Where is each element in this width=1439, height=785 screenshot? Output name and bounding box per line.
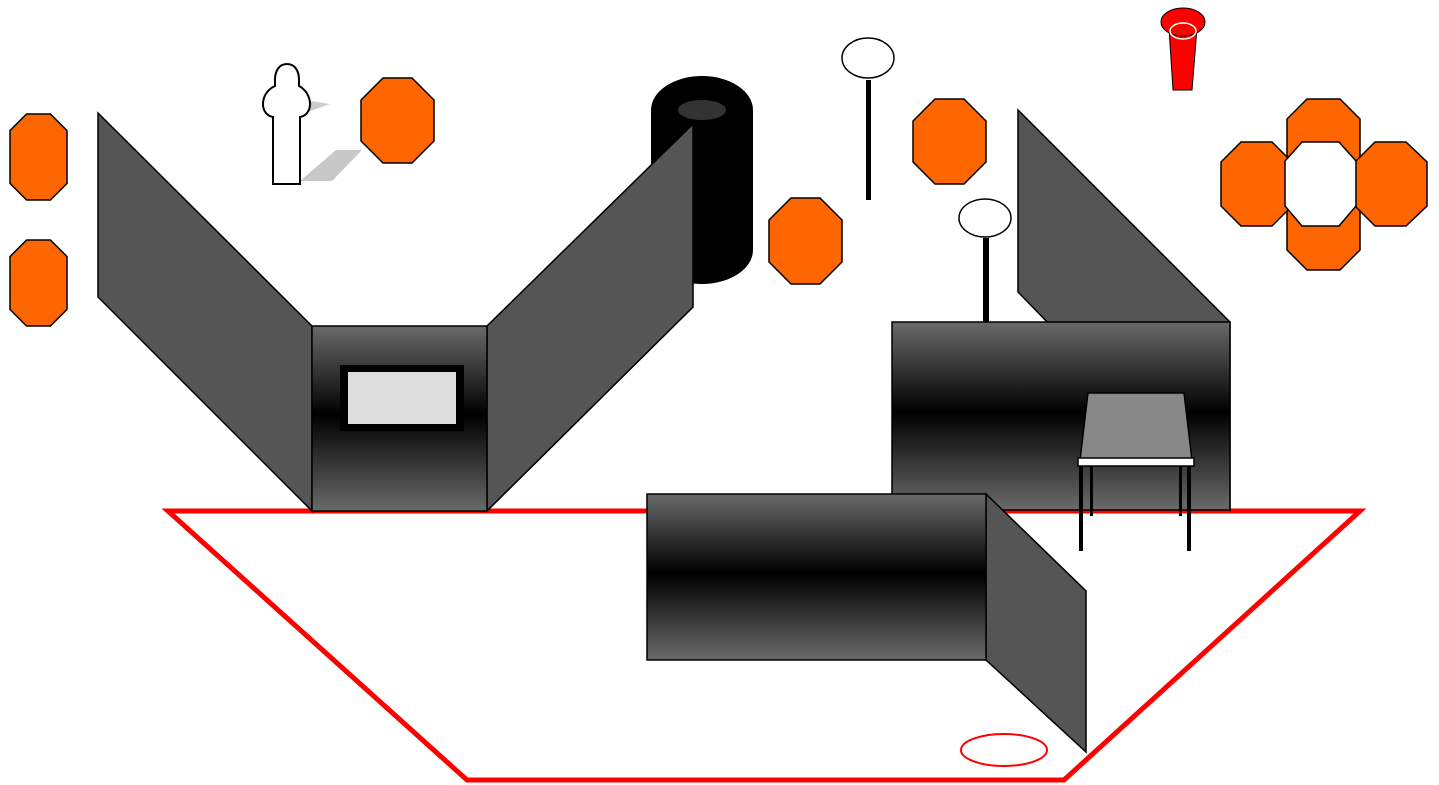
steel-popper <box>841 37 895 200</box>
octagon-target <box>1354 141 1428 227</box>
chair <box>1077 392 1195 551</box>
octagon-target <box>360 77 435 164</box>
no-shoot-silhouette <box>261 62 312 185</box>
octagon-target <box>9 113 68 201</box>
shot-timer-icon <box>1160 7 1206 91</box>
clover-center-opening <box>1284 141 1357 227</box>
octagon-target <box>1220 141 1293 227</box>
no-shoot-shadow <box>300 150 362 181</box>
start-position-marker <box>960 733 1048 767</box>
wall-panel-center-front <box>646 493 987 661</box>
octagon-target <box>912 98 987 185</box>
wall-panel-right <box>486 122 694 513</box>
octagon-target <box>9 239 68 327</box>
steel-popper <box>958 198 1012 324</box>
wall-panel-center-side <box>985 492 1087 754</box>
octagon-target <box>768 197 843 285</box>
port-window <box>348 372 456 424</box>
